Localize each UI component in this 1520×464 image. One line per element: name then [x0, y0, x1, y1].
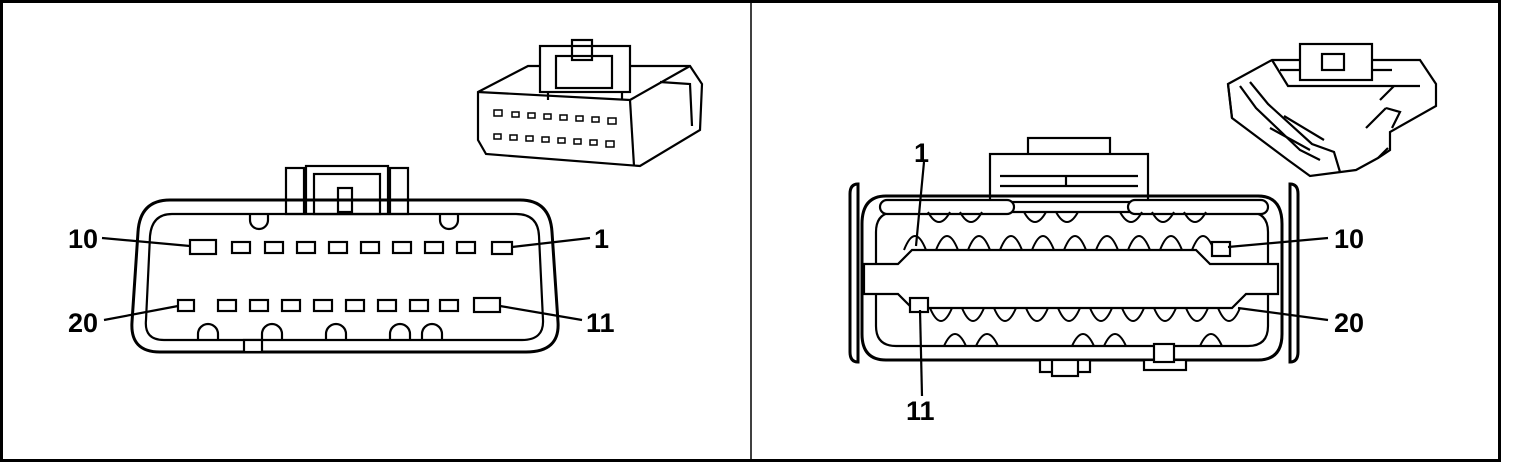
right-bottom-tab — [1152, 342, 1176, 364]
cavity-5 — [359, 240, 381, 255]
left-housing-inner — [144, 212, 545, 342]
cavity-11 — [472, 296, 502, 314]
right-contact-row-top — [903, 211, 1215, 251]
left-top-key — [248, 214, 270, 231]
left-bottom-tab — [242, 338, 264, 354]
pin-label-1: 1 — [914, 138, 929, 168]
pin-label-10: 10 — [68, 224, 98, 254]
cavity-13 — [408, 298, 430, 313]
pin-label-1: 1 — [594, 224, 609, 254]
pin-label-20: 20 — [1334, 308, 1364, 338]
cavity-11-marker — [908, 296, 930, 314]
right-side-rail-left — [848, 182, 860, 364]
left-bottom-key — [260, 322, 284, 340]
right-contact-row-bottom — [929, 307, 1241, 347]
cavity-10-marker — [1210, 240, 1232, 258]
cavity-18 — [248, 298, 270, 313]
left-bottom-key — [388, 322, 412, 340]
leader-line-1 — [914, 161, 926, 247]
right-housing-outer — [860, 194, 1284, 362]
right-center-bar — [862, 248, 1280, 310]
right-inner-pad — [1126, 198, 1270, 216]
left-latch — [284, 164, 410, 216]
left-connector-face — [130, 164, 560, 354]
cavity-17 — [280, 298, 302, 313]
leader-line-11 — [499, 304, 583, 322]
cavity-6 — [327, 240, 349, 255]
cavity-1 — [490, 240, 514, 256]
pin-label-11: 11 — [586, 308, 615, 338]
leader-line-1 — [511, 236, 591, 249]
left-connector-isometric-icon — [476, 38, 704, 168]
cavity-3 — [423, 240, 445, 255]
cavity-8 — [263, 240, 285, 255]
cavity-15 — [344, 298, 366, 313]
right-bottom-tab — [1050, 358, 1080, 378]
left-bottom-key — [196, 322, 220, 340]
left-top-key — [438, 214, 460, 231]
left-bottom-key — [420, 322, 444, 340]
right-latch — [988, 136, 1150, 204]
cavity-4 — [391, 240, 413, 255]
cavity-9 — [230, 240, 252, 255]
left-bottom-key — [324, 322, 348, 340]
leader-line-20 — [1237, 306, 1329, 322]
cavity-10 — [188, 238, 218, 256]
cavity-12 — [438, 298, 460, 313]
cavity-19 — [216, 298, 238, 313]
pin-label-10: 10 — [1334, 224, 1364, 254]
cavity-2 — [455, 240, 477, 255]
pin-label-20: 20 — [68, 308, 98, 338]
right-connector-isometric-icon — [1226, 42, 1438, 178]
right-inner-pad — [878, 198, 1016, 216]
right-housing-inner — [874, 210, 1270, 348]
right-side-rail-right — [1288, 182, 1300, 364]
cavity-7 — [295, 240, 317, 255]
leader-line-10 — [1227, 236, 1329, 249]
right-connector-face — [848, 136, 1300, 378]
leader-line-11 — [918, 309, 924, 397]
cavity-16 — [312, 298, 334, 313]
left-housing-outer — [130, 198, 560, 354]
cavity-20 — [176, 298, 196, 313]
leader-line-10 — [101, 236, 191, 248]
pin-label-11: 11 — [906, 396, 935, 426]
cavity-14 — [376, 298, 398, 313]
leader-line-20 — [103, 304, 179, 322]
